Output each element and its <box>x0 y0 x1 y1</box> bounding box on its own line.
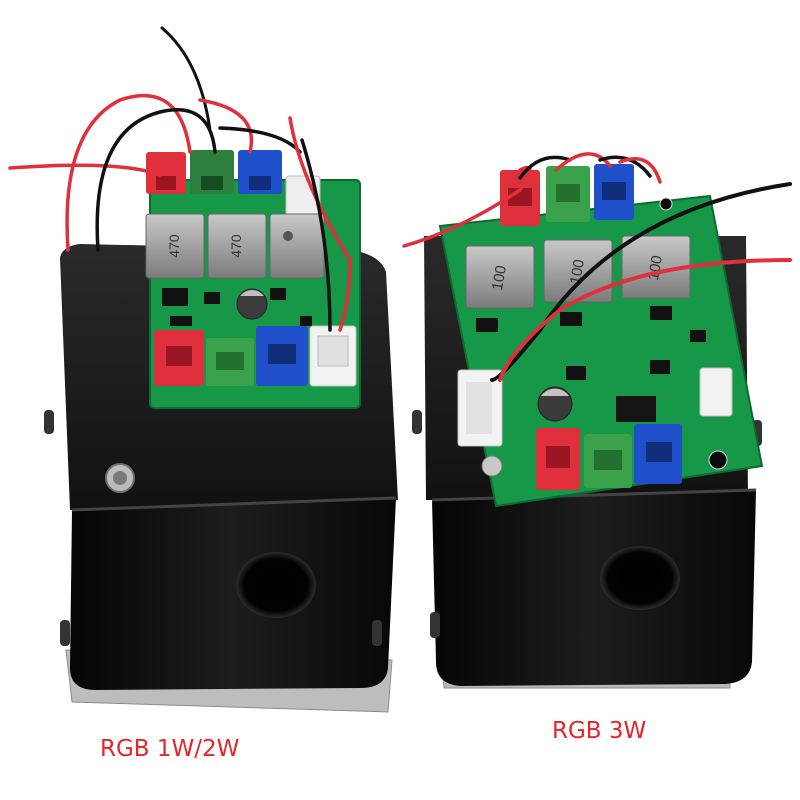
laser-module-right: 100 100 100 <box>402 152 792 689</box>
inductor-left-1 <box>145 213 205 279</box>
wires-left <box>8 26 352 332</box>
inductor-label-right-1: 100 <box>489 264 510 292</box>
aperture-hole-left <box>236 552 316 618</box>
connector-white-right-right <box>699 367 733 417</box>
driver-board-right: 100 100 100 <box>438 164 764 508</box>
inductor-left-2 <box>207 213 267 279</box>
wires-right <box>402 152 792 382</box>
housing-front-left <box>70 498 396 690</box>
inductor-label-left-1: 470 <box>166 234 182 258</box>
ic-chip-right <box>616 396 656 422</box>
driver-board-left: 470 470 <box>145 150 361 409</box>
housing-front-right <box>432 490 756 686</box>
laser-module-left: 470 470 <box>8 26 398 713</box>
inductor-left-3 <box>269 213 325 279</box>
capacitor-left <box>236 288 268 320</box>
inductor-label-left-2: 470 <box>228 234 244 258</box>
aperture-hole-right <box>600 546 680 610</box>
caption-rgb-1w-2w: RGB 1W/2W <box>100 736 239 762</box>
inductor-right-1 <box>465 245 535 309</box>
caption-rgb-3w: RGB 3W <box>552 718 646 744</box>
